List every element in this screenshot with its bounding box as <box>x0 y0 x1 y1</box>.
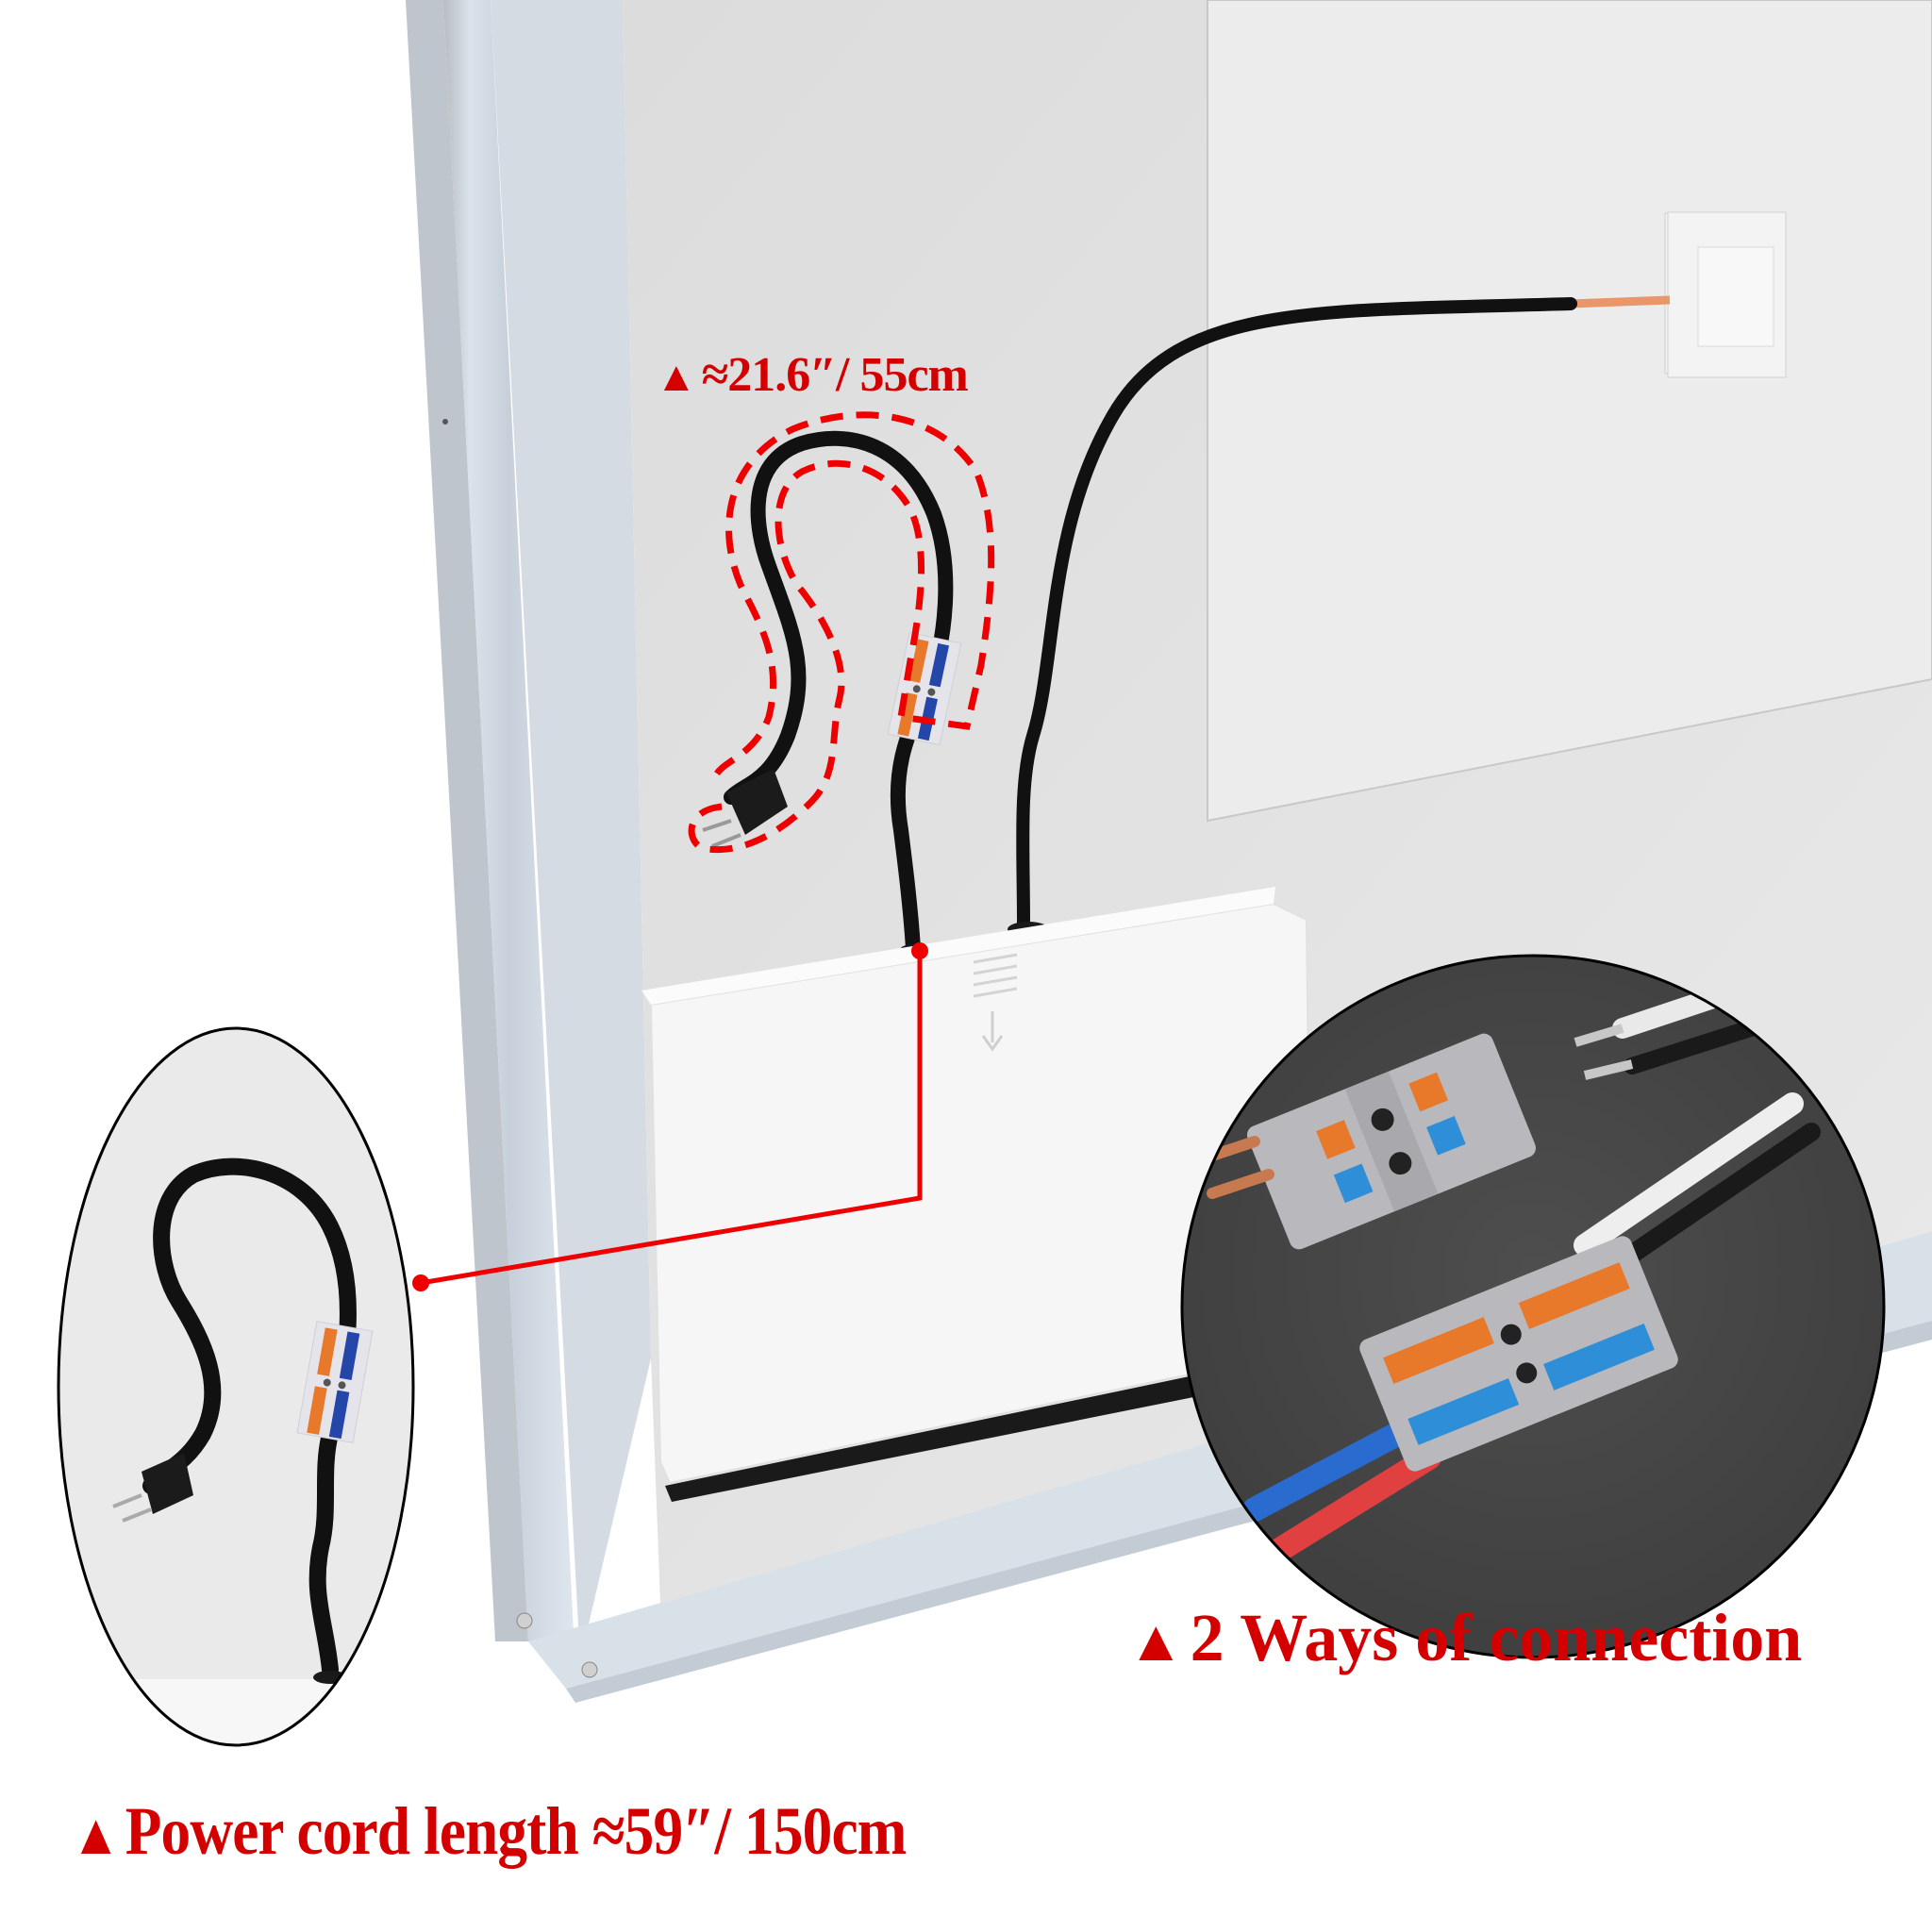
lever-connector-open <box>1246 1033 1537 1250</box>
cord-loop-length-label: ▲≈21.6″/ 55cm <box>656 347 969 403</box>
vent-slots <box>973 953 1018 998</box>
circle-callout-connectors <box>1180 954 1886 1659</box>
cord-loop-length-text: ≈21.6″/ 55cm <box>701 348 969 402</box>
triangle-marker-icon: ▲ <box>71 1803 121 1867</box>
cord-length-outline <box>688 411 995 854</box>
frame-screws <box>516 1612 598 1678</box>
connection-ways-text: 2 Ways of connection <box>1190 1600 1803 1675</box>
power-cord-length-text: Power cord length ≈59″/ 150cm <box>125 1793 908 1869</box>
lever-connector <box>887 631 962 746</box>
power-cord-length-label: ▲Power cord length ≈59″/ 150cm <box>71 1792 907 1871</box>
leader-line <box>412 942 928 1291</box>
connection-ways-label: ▲2 Ways of connection <box>1127 1599 1802 1677</box>
power-cord-loop <box>688 411 995 956</box>
lever-connector-closed <box>1359 1236 1678 1472</box>
down-arrow-icon <box>981 1011 1004 1052</box>
triangle-marker-icon: ▲ <box>1127 1609 1185 1674</box>
oval-callout-power-cord <box>57 1026 415 1747</box>
wall-junction-box <box>1664 211 1787 378</box>
triangle-marker-icon: ▲ <box>656 354 697 400</box>
plug-icon <box>702 769 788 848</box>
